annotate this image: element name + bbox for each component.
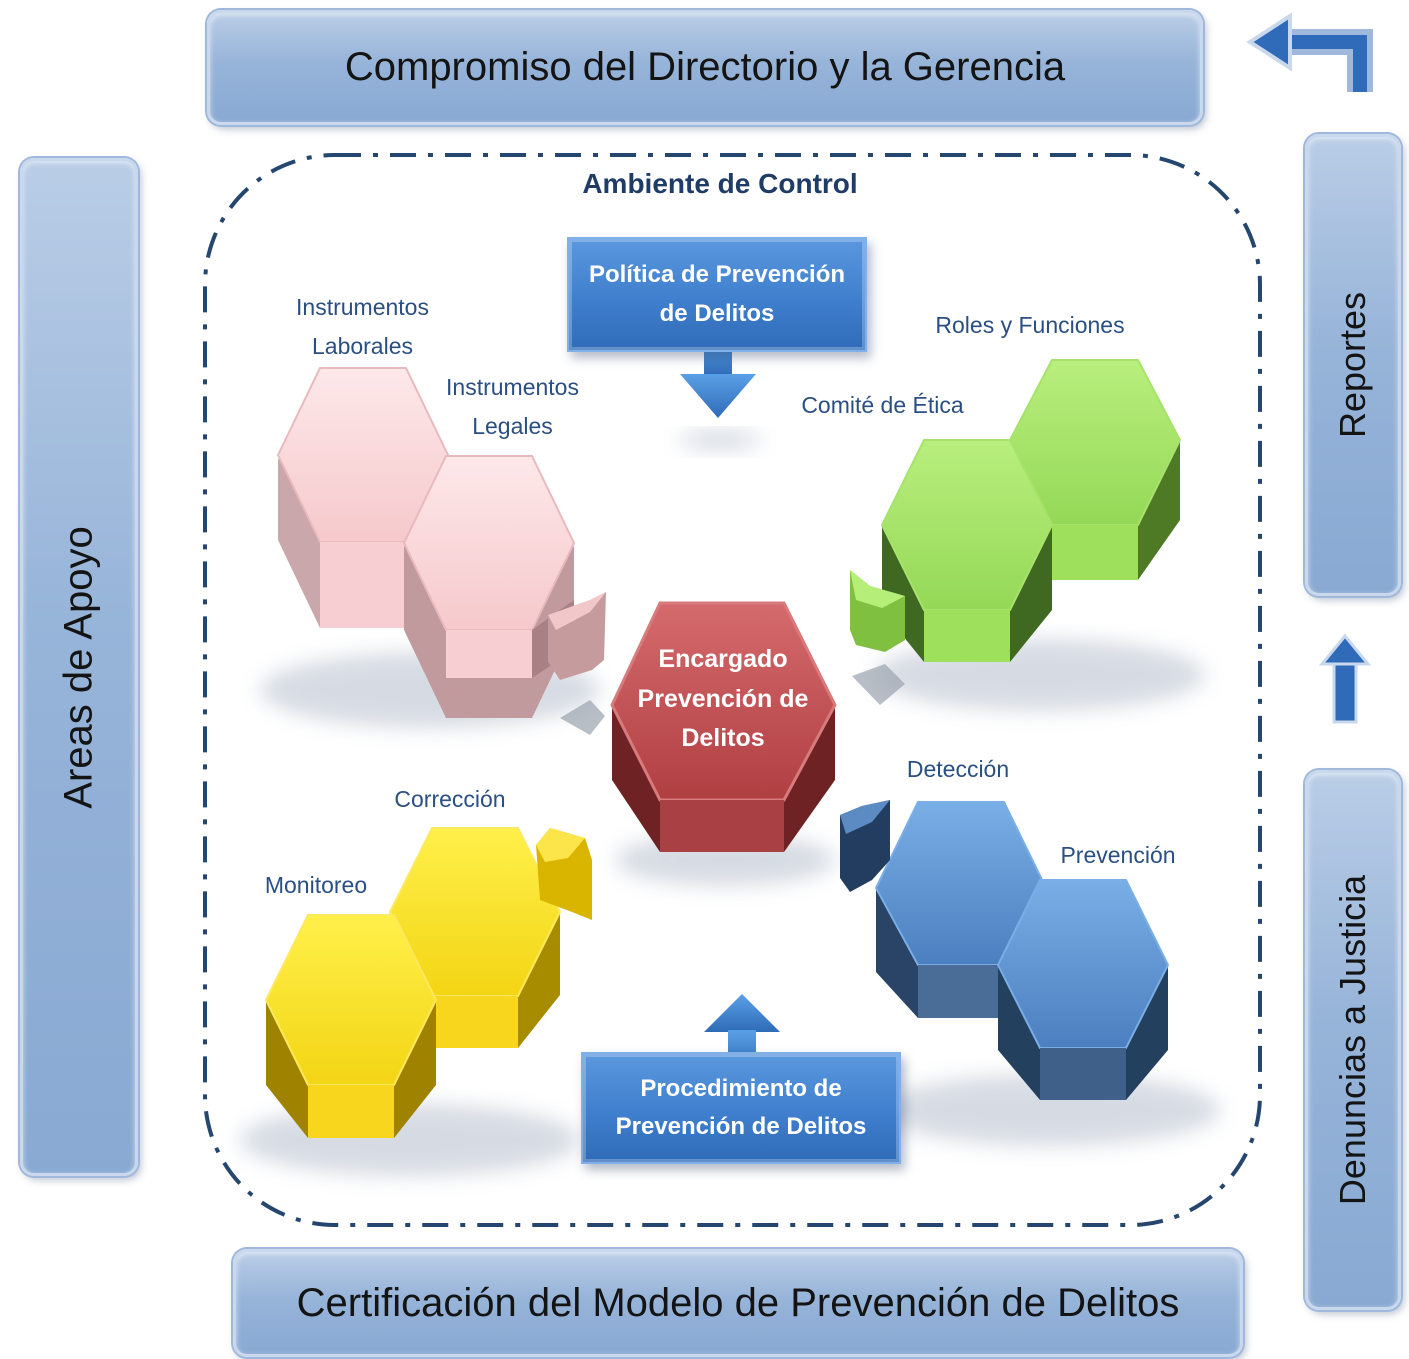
up-arrow-icon [1318, 633, 1372, 724]
label-correccion: Corrección [394, 786, 506, 812]
center-line3: Delitos [681, 724, 765, 752]
green-connector-arrow [850, 570, 905, 652]
label-instrumentos-legales: Instrumentos Legales [446, 374, 579, 440]
procedure-box-line2: Prevención de Delitos [615, 1113, 867, 1140]
hex-instrumentos-laborales [276, 367, 450, 628]
grey-arrow-left [560, 700, 605, 735]
return-arrow-icon [1246, 12, 1373, 92]
center-text: Encargado Prevención de Delitos [612, 640, 834, 759]
hex-prevencion [996, 879, 1170, 1100]
label-instrumentos-laborales: Instrumentos Laborales [296, 294, 429, 360]
hex-comite-etica [880, 439, 1054, 662]
right-bottom-bar: Denuncias a Justicia [1305, 770, 1401, 1310]
blue-connector-arrow [840, 800, 890, 892]
hex-instrumentos-legales [402, 455, 576, 718]
bottom-bar: Certificación del Modelo de Prevención d… [233, 1249, 1243, 1357]
policy-box: Política de Prevención de Delitos [567, 237, 867, 352]
yellow-connector-arrow [536, 828, 592, 920]
left-bar-label: Areas de Apoyo [56, 525, 101, 809]
policy-box-line2: de Delitos [659, 299, 775, 327]
grey-arrow-right [852, 664, 905, 705]
policy-down-arrow [680, 340, 760, 450]
center-line1: Encargado [658, 645, 788, 673]
center-line2: Prevención de [637, 684, 809, 713]
bottom-bar-label: Certificación del Modelo de Prevención d… [296, 1280, 1180, 1325]
label-deteccion: Detección [906, 756, 1010, 782]
control-frame [203, 153, 1262, 1227]
top-bar-label: Compromiso del Directorio y la Gerencia [344, 45, 1066, 89]
label-comite-etica: Comité de Ética [801, 392, 964, 418]
pink-connector-arrow [548, 592, 606, 680]
left-bar: Areas de Apoyo [20, 158, 138, 1176]
procedure-box: Procedimiento de Prevención de Delitos [581, 1052, 901, 1164]
policy-box-line1: Política de Prevención [588, 261, 846, 289]
label-monitoreo: Monitoreo [264, 872, 368, 898]
right-bottom-bar-label: Denuncias a Justicia [1332, 874, 1374, 1206]
procedure-box-line1: Procedimiento de [640, 1074, 842, 1102]
hex-encargado [610, 601, 837, 852]
label-roles-funciones: Roles y Funciones [935, 312, 1125, 338]
control-title: Ambiente de Control [582, 168, 858, 199]
right-top-bar: Reportes [1305, 134, 1401, 596]
right-top-bar-label: Reportes [1332, 291, 1374, 439]
top-bar: Compromiso del Directorio y la Gerencia [207, 10, 1203, 125]
label-prevencion: Prevención [1060, 842, 1176, 868]
hex-monitoreo [264, 914, 438, 1138]
